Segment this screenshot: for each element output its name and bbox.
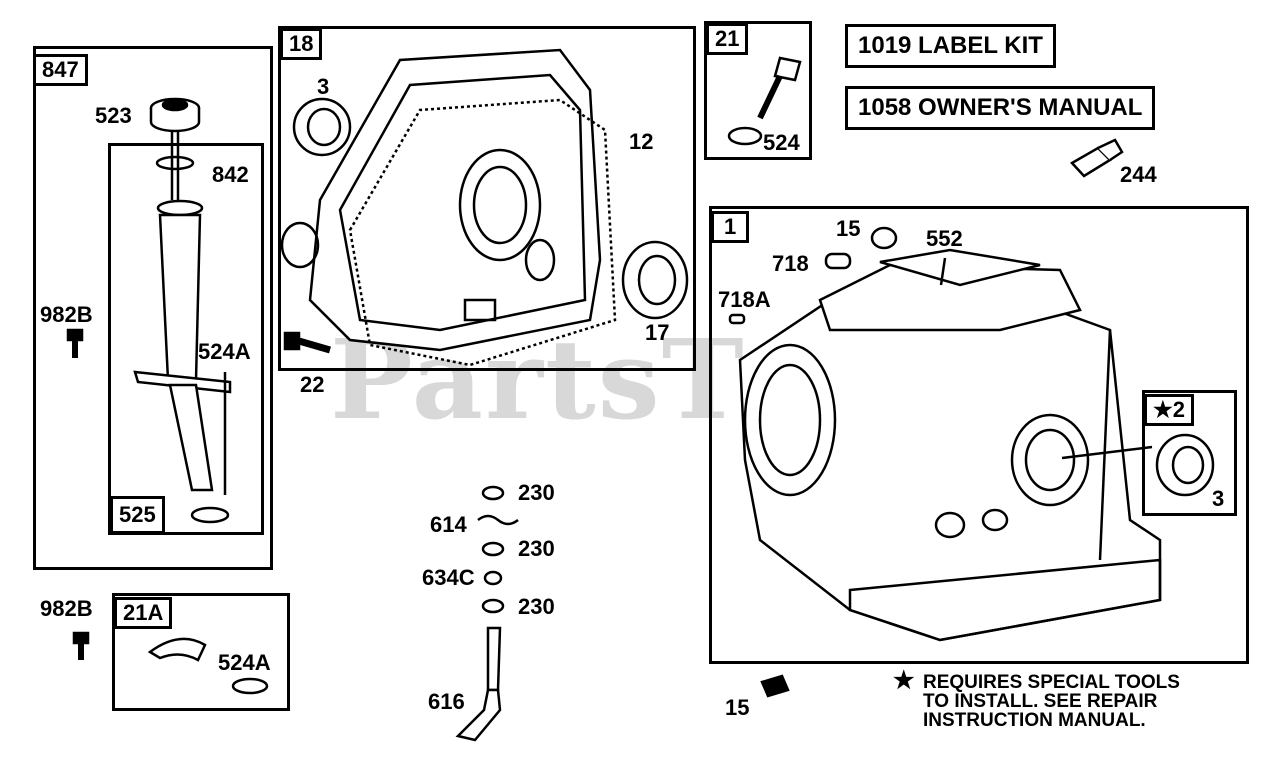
o-ring-524: [727, 126, 763, 146]
part-17-label[interactable]: 17: [645, 320, 670, 345]
o-ring-842: [155, 155, 195, 171]
screw-22: [283, 331, 331, 354]
plug-15-top: [870, 226, 898, 250]
group-847-tag[interactable]: 847: [33, 54, 88, 86]
washer-230-2: [481, 541, 505, 557]
group-525-inner-box: [108, 143, 264, 535]
bolt-982b-top: [66, 328, 84, 358]
group-21a-box: [112, 593, 290, 711]
part-842-label[interactable]: 842: [212, 162, 249, 187]
group-525-tag[interactable]: 525: [110, 496, 165, 534]
part-230-1-label[interactable]: 230: [518, 480, 555, 505]
part-523-label[interactable]: 523: [95, 103, 132, 128]
oil-seal-3: [292, 97, 352, 157]
cylinder-block: [738, 248, 1162, 642]
group-18-tag[interactable]: 18: [280, 28, 323, 60]
note-line-1: REQUIRES SPECIAL TOOLS: [923, 672, 1180, 693]
group-2-box: [1142, 390, 1237, 516]
seal-524a-bottom: [231, 677, 269, 695]
part-982b-top-label[interactable]: 982B: [40, 302, 93, 327]
part-22-label[interactable]: 22: [300, 372, 325, 397]
washer-634c: [483, 570, 503, 586]
plug-15-bottom: [760, 674, 790, 698]
group-21-box: [704, 21, 812, 160]
part-524-label[interactable]: 524: [763, 130, 800, 155]
part-524a-bottom-label[interactable]: 524A: [218, 650, 271, 675]
part-3-right-label[interactable]: 3: [1212, 486, 1225, 511]
dipstick-cap-21a: [147, 637, 207, 662]
group-1-box: [709, 206, 1249, 664]
special-tools-note: ★ REQUIRES SPECIAL TOOLS TO INSTALL. SEE…: [893, 667, 1180, 731]
part-616-label[interactable]: 616: [428, 689, 465, 714]
group-21-tag[interactable]: 21: [706, 23, 749, 55]
part-12-label[interactable]: 12: [629, 129, 654, 154]
group-2-tag[interactable]: ★2: [1144, 394, 1194, 426]
seal-3-right: [1155, 433, 1215, 497]
washer-230-1: [481, 485, 505, 501]
part-982b-bottom-label[interactable]: 982B: [40, 596, 93, 621]
note-line-3: INSTRUCTION MANUAL.: [923, 710, 1146, 731]
part-15-top-label[interactable]: 15: [836, 216, 861, 241]
clip-614: [477, 514, 519, 526]
part-614-label[interactable]: 614: [430, 512, 467, 537]
dipstick-21: [757, 56, 802, 120]
bearing-17: [621, 240, 689, 320]
label-kit-tag[interactable]: 1019 LABEL KIT: [845, 24, 1056, 68]
part-230-2-label[interactable]: 230: [518, 536, 555, 561]
part-718a-label[interactable]: 718A: [718, 287, 771, 312]
part-524a-top-label[interactable]: 524A: [198, 339, 251, 364]
part-552-label[interactable]: 552: [926, 226, 963, 251]
crankcase-cover-12: [280, 48, 617, 367]
part-634c-label[interactable]: 634C: [422, 565, 475, 590]
part-718-label[interactable]: 718: [772, 251, 809, 276]
fitting-244: [1070, 138, 1124, 178]
governor-shaft-616: [455, 626, 502, 742]
pin-718: [824, 252, 852, 270]
part-244-label[interactable]: 244: [1120, 162, 1157, 187]
seal-524a: [190, 506, 230, 524]
note-line-2: TO INSTALL. SEE REPAIR: [923, 691, 1158, 712]
group-18-box: [278, 26, 696, 371]
owners-manual-tag[interactable]: 1058 OWNER'S MANUAL: [845, 86, 1156, 130]
group-21a-tag[interactable]: 21A: [114, 597, 173, 629]
oil-fill-cap-523: [149, 97, 201, 133]
washer-230-3: [481, 598, 505, 614]
dipstick-tube: [133, 199, 232, 492]
group-1-tag[interactable]: 1: [711, 211, 750, 243]
part-3-top-label[interactable]: 3: [317, 74, 330, 99]
star-icon: ★: [893, 667, 915, 694]
bolt-982b-bottom: [72, 631, 90, 660]
part-15-bottom-label[interactable]: 15: [725, 695, 750, 720]
group-847-box: [33, 46, 273, 570]
part-230-3-label[interactable]: 230: [518, 594, 555, 619]
pin-718a: [728, 313, 746, 325]
